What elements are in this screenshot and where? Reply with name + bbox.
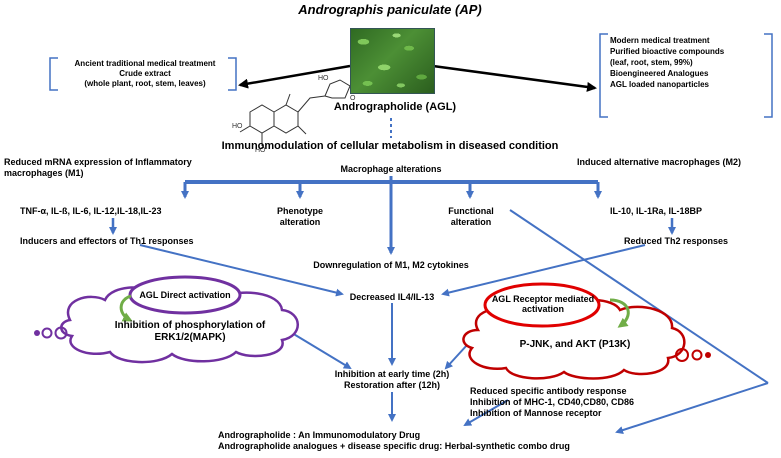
svg-text:HO: HO [318, 75, 329, 82]
phenotype-line-2: alteration [279, 217, 321, 227]
erk-line-1: Inhibition of phosphorylation of [114, 320, 266, 331]
page-title: Andrographis paniculate (AP) [298, 2, 482, 17]
left-bracket [49, 57, 58, 91]
inhibition-time-line-1: Inhibition at early time (2h) [334, 369, 450, 379]
right-bracket [599, 33, 608, 118]
modern-line-4: Bioengineered Analogues [610, 69, 709, 78]
antibody-line-3: Inhibition of Mannose receptor [470, 408, 602, 418]
red-dot-small [705, 352, 711, 358]
traditional-box: Ancient traditional medical treatment Cr… [60, 59, 230, 89]
agl-molecule-icon [239, 79, 351, 146]
svg-text:O: O [350, 95, 356, 102]
receptor-line-2: activation [521, 304, 564, 314]
green-arrow-left [119, 294, 133, 322]
functional-line-1: Functional [448, 206, 494, 216]
m1-cytokines: TNF-α, IL-ß, IL-6, IL-12,IL-18,IL-23 [20, 206, 162, 216]
functional-label: Functional alteration [440, 206, 502, 228]
phenotype-label: Phenotype alteration [270, 206, 330, 228]
erk-label: Inhibition of phosphorylation of ERK1/2(… [100, 320, 280, 344]
plant-photo [350, 28, 435, 94]
svg-text:HO: HO [232, 123, 243, 130]
m1-heading: Reduced mRNA expression of Inflammatory … [4, 157, 192, 179]
modern-line-5: AGL loaded nanoparticles [610, 80, 709, 89]
erk-line-2: ERK1/2(MAPK) [154, 332, 226, 343]
purple-dot-large [54, 326, 68, 340]
th2-label: Reduced Th2 responses [624, 236, 729, 246]
arrow-antibody-conclusion [463, 399, 509, 427]
jnk-label: P-JNK, and AKT (P13K) [519, 339, 631, 350]
arrow-th2-decreased [441, 244, 646, 297]
receptor-line-1: AGL Receptor mediated [491, 294, 595, 304]
purple-dot-small [34, 330, 40, 336]
agl-label: Andrographolide (AGL) [333, 101, 457, 113]
red-oval [483, 282, 601, 328]
direct-activation-label: AGL Direct activation [139, 290, 231, 300]
inhibition-time: Inhibition at early time (2h) Restoratio… [322, 369, 462, 391]
m1-heading-line-1: Reduced mRNA expression of Inflammatory [4, 157, 192, 167]
m2-cytokines: IL-10, IL-1Ra, IL-18BP [610, 206, 703, 216]
right-bracket-right [764, 33, 773, 118]
macrophage-alterations: Macrophage alterations [340, 164, 442, 174]
arrow-to-modern [432, 64, 597, 92]
phenotype-line-1: Phenotype [276, 206, 323, 216]
antibody-line-2: Inhibition of MHC-1, CD40,CD80, CD86 [470, 397, 635, 407]
arrow-th1-decreased [139, 244, 344, 297]
svg-text:HO: HO [255, 147, 266, 154]
th1-label: Inducers and effectors of Th1 responses [20, 236, 194, 246]
functional-line-2: alteration [450, 217, 492, 227]
traditional-line-2: Crude extract [119, 69, 171, 78]
m1-heading-line-2: macrophages (M1) [4, 168, 84, 178]
arrow-to-traditional [238, 64, 351, 89]
modern-line-2: Purified bioactive compounds [610, 47, 725, 56]
arrow-erk-inhibition [291, 332, 352, 370]
left-bracket-right [228, 57, 237, 91]
inhibition-time-line-2: Restoration after (12h) [343, 380, 441, 390]
traditional-line-3: (whole plant, root, stem, leaves) [84, 79, 206, 88]
red-dot-large [675, 348, 689, 362]
traditional-line-1: Ancient traditional medical treatment [74, 59, 216, 68]
antibody-line-1: Reduced specific antibody response [470, 386, 627, 396]
line-functional-diagonal [509, 209, 769, 384]
arrow-diagonal-antibody [615, 382, 769, 434]
modern-line-3: (leaf, root, stem, 99%) [610, 58, 693, 67]
red-dot-medium [691, 349, 703, 361]
conclusion: Andrographolide : An Immunomodulatory Dr… [218, 430, 570, 452]
green-arrow-right [609, 298, 630, 328]
downregulation-label: Downregulation of M1, M2 cytokines [313, 260, 469, 270]
conclusion-line-2: Andrographolide analogues + disease spec… [218, 441, 570, 451]
immunomodulation-label: Immunomodulation of cellular metabolism … [221, 140, 559, 152]
m2-heading: Induced alternative macrophages (M2) [577, 157, 742, 167]
decreased-label: Decreased IL4/IL-13 [349, 292, 435, 302]
antibody-label: Reduced specific antibody response Inhib… [470, 386, 634, 419]
purple-dot-medium [41, 327, 53, 339]
modern-line-1: Modern medical treatment [610, 36, 710, 45]
receptor-activation-label: AGL Receptor mediated activation [488, 294, 598, 314]
conclusion-line-1: Andrographolide : An Immunomodulatory Dr… [218, 430, 421, 440]
modern-box: Modern medical treatment Purified bioact… [610, 35, 724, 90]
